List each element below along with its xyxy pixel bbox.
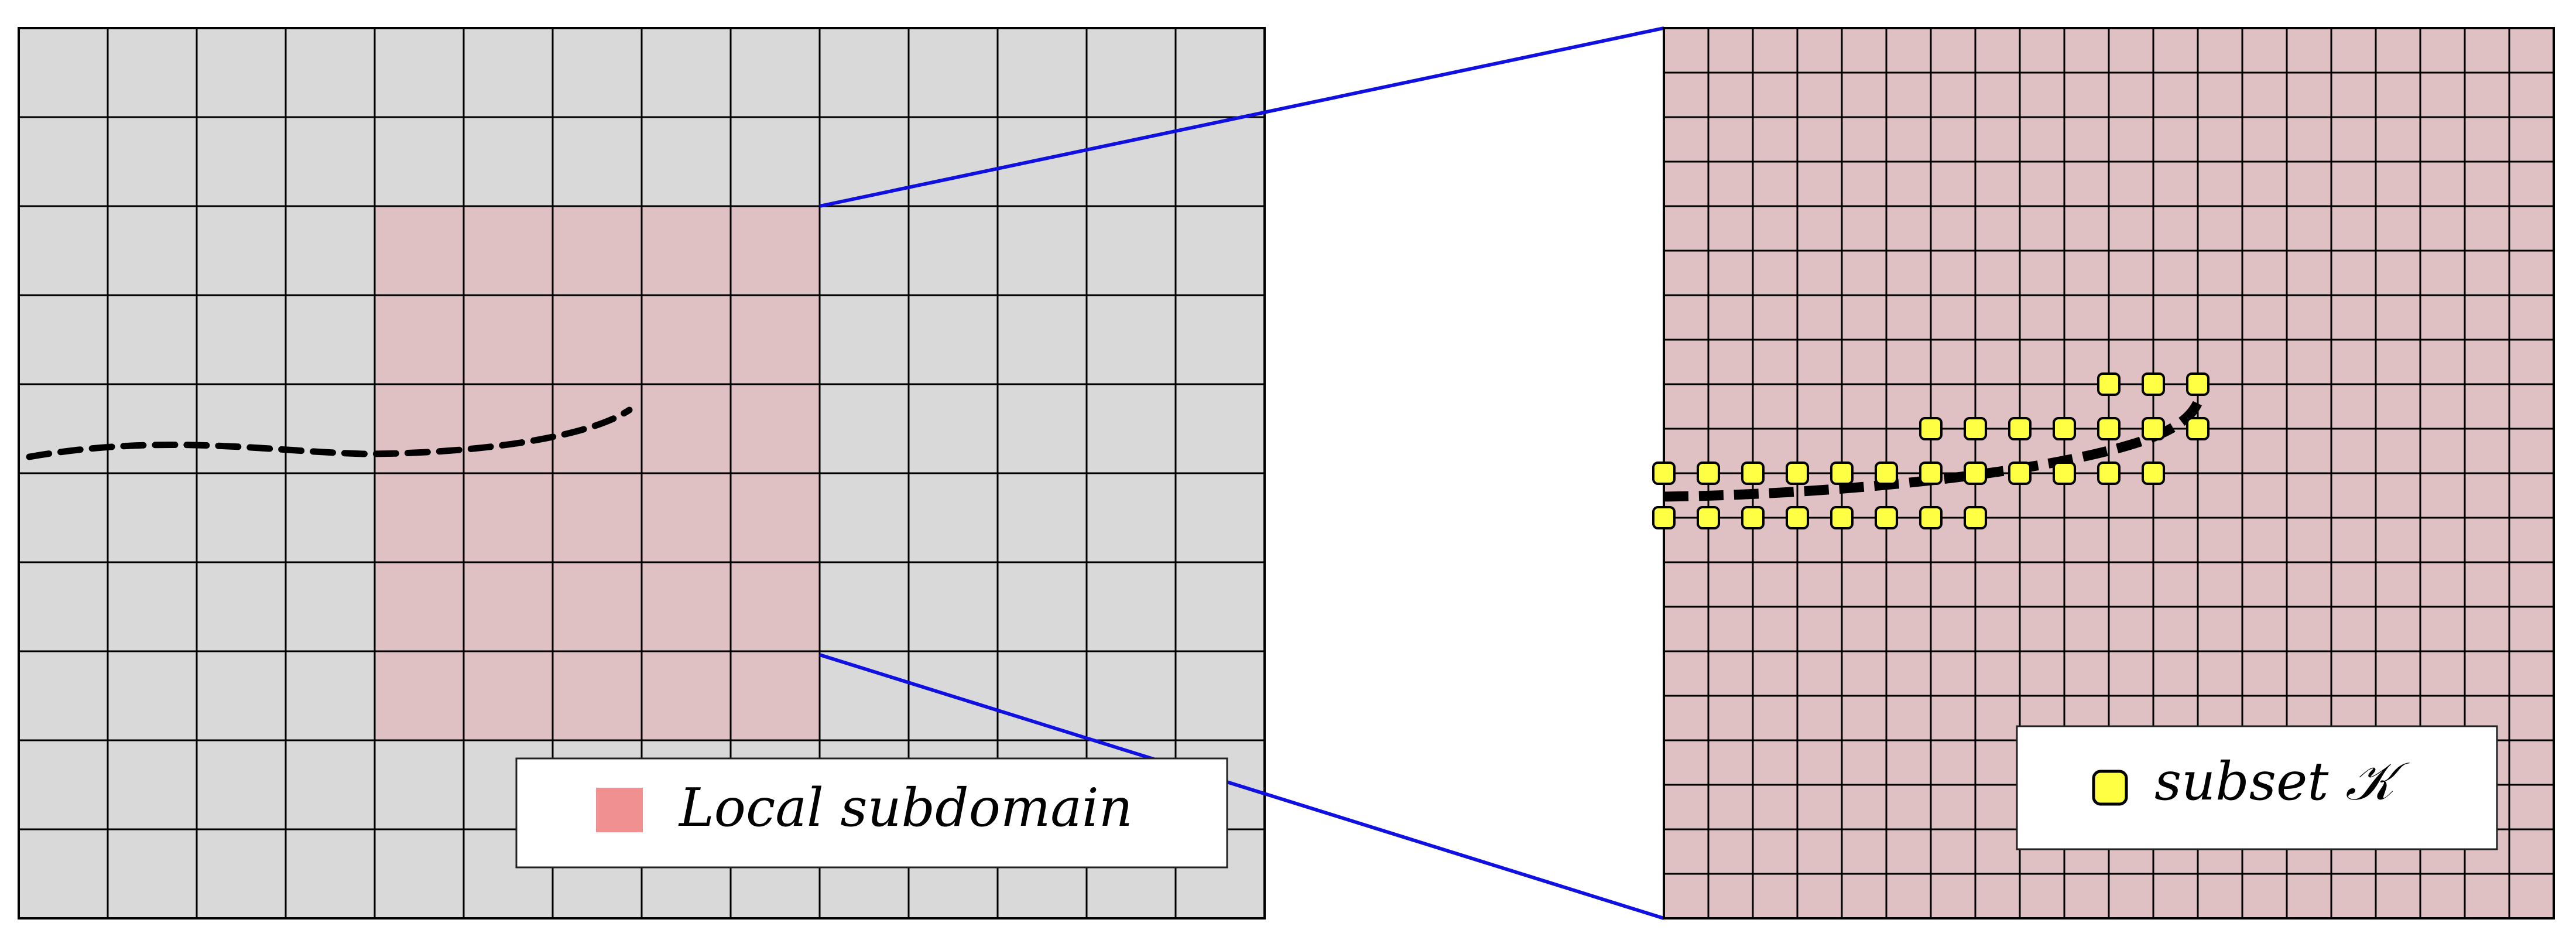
interface-curve-global — [26, 406, 633, 460]
subset-k-marker — [1875, 462, 1898, 485]
subset-k-marker — [1652, 462, 1676, 485]
subset-k-marker — [2053, 417, 2076, 440]
subset-k-marker — [1919, 462, 1943, 485]
subset-k-marker — [1919, 417, 1943, 440]
legend-local-subdomain: Local subdomain — [515, 757, 1228, 869]
subset-k-marker — [2142, 462, 2165, 485]
subset-k-marker — [1697, 506, 1720, 529]
subset-k-marker — [1652, 506, 1676, 529]
subset-k-marker — [1964, 462, 1987, 485]
left-panel-border — [18, 27, 1266, 920]
subset-k-marker — [1786, 506, 1809, 529]
subset-k-marker — [1830, 506, 1854, 529]
subset-k-marker — [2097, 417, 2121, 440]
subset-k-marker — [1697, 462, 1720, 485]
subset-k-marker — [2186, 372, 2210, 396]
subset-k-marker — [1964, 417, 1987, 440]
legend-subset-k: subset 𝒦 — [2016, 725, 2498, 850]
legend-swatch — [596, 788, 643, 832]
subset-k-markers — [1652, 372, 2210, 529]
subset-k-marker — [2186, 417, 2210, 440]
subset-k-marker — [1741, 462, 1765, 485]
subset-k-marker — [1964, 506, 1987, 529]
zoom-line-top — [819, 26, 1664, 208]
legend-label-subset-k: subset 𝒦 — [2154, 751, 2410, 812]
subset-k-marker — [1786, 462, 1809, 485]
subset-k-marker — [2142, 417, 2165, 440]
zoom-line-bottom — [819, 653, 1664, 920]
subset-k-marker — [2008, 417, 2032, 440]
subset-k-marker — [2097, 372, 2121, 396]
subset-k-marker — [1741, 506, 1765, 529]
subset-k-marker — [1830, 462, 1854, 485]
legend-label-local-subdomain: Local subdomain — [678, 777, 1133, 839]
legend-marker — [2092, 770, 2128, 806]
subset-k-marker — [1875, 506, 1898, 529]
subset-k-marker — [2097, 462, 2121, 485]
subset-k-marker — [2053, 462, 2076, 485]
subset-k-marker — [2142, 372, 2165, 396]
subset-k-marker — [1919, 506, 1943, 529]
subset-k-marker — [2008, 462, 2032, 485]
